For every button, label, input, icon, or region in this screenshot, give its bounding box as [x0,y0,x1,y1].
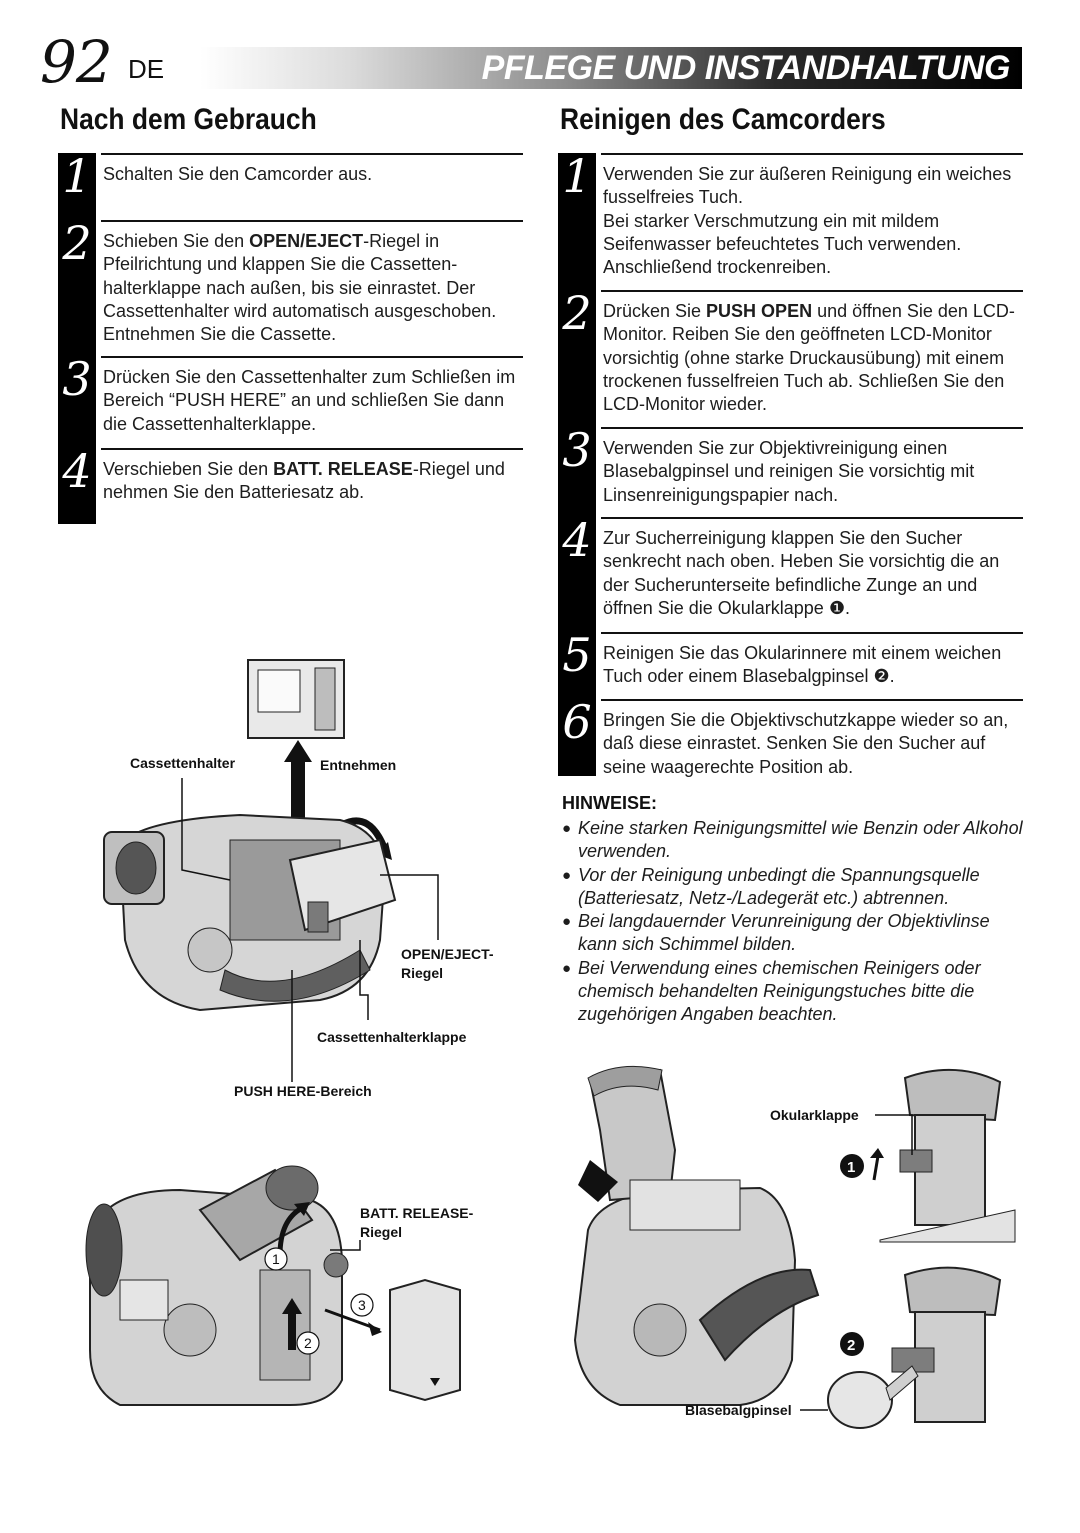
step-rule [601,699,1023,701]
cassette-illustration [247,659,345,739]
left-step-4: 4 Verschieben Sie den BATT. RELEASE-Rieg… [58,448,523,524]
step-rule [601,290,1023,292]
up-arrow-icon [282,1298,302,1350]
step-text: Verwenden Sie zur Objektivreinigung eine… [603,438,975,505]
marker-2: 2 [304,1335,312,1351]
step-number: 4 [58,448,96,494]
notes-heading: HINWEISE: [562,793,658,813]
battery-pack-illustration [389,1278,461,1402]
step-number: 5 [558,632,596,678]
step-rule [101,356,523,358]
step-rule [601,517,1023,519]
camcorder-viewfinder-up-illustration [573,1065,820,1406]
marker-2-icon [840,1332,864,1356]
note-item: ●Vor der Reinigung unbedingt die Spannun… [562,864,980,908]
label-cassettenhalterklappe: Cassettenhalterklappe [317,1029,467,1045]
leader-line [330,1240,361,1251]
note-item: ●Bei langdauernder Verunreinigung der Ob… [562,911,990,955]
notes-list: ●Keine starken Reinigungsmittel wie Benz… [560,817,1030,1027]
label-batt-release: BATT. RELEASE- [360,1205,474,1221]
step-rule [601,632,1023,634]
page-language: DE [128,54,165,84]
step-markers [264,1247,374,1355]
note-item: ●Keine starken Reinigungsmittel wie Benz… [562,818,1023,862]
step-rule [601,427,1023,429]
left-step-2: 2 Schieben Sie den OPEN/EJECT-Riegel in … [58,220,523,355]
label-riegel: Riegel [401,965,443,981]
step-text: Zur Sucherreinigung klappen Sie den Such… [603,528,1000,618]
figure-cassette-removal: Cassettenhalter Entnehmen OPEN/EJECT- Ri… [103,659,494,1099]
step-text: Drücken Sie PUSH OPEN und öffnen Sie den… [603,301,1015,415]
right-step-3: 3 Verwenden Sie zur Objektivreinigung ei… [558,427,1023,515]
step-text: Reinigen Sie das Okularinnere mit einem … [603,643,1002,687]
step-text: Schalten Sie den Camcorder aus. [103,164,373,184]
step-number: 2 [58,220,96,266]
right-step-1: 1 Verwenden Sie zur äußeren Reinigung ei… [558,153,1023,287]
step-rule [101,448,523,450]
note-text: Vor der Reinigung unbedingt die Spannung… [578,864,980,908]
step-number: 2 [558,290,596,336]
label-cassettenhalter: Cassettenhalter [130,755,236,771]
marker-1-icon [840,1154,864,1178]
leader-lines [181,778,439,1082]
label-push-here: PUSH HERE-Bereich [234,1083,372,1099]
note-item: ●Bei Verwendung eines chemischen Reinige… [562,957,981,1025]
label-blasebalgpinsel: Blasebalgpinsel [685,1402,792,1418]
note-text: Bei Verwendung eines chemischen Reiniger… [578,957,981,1025]
okular-inset-2 [827,1266,1002,1429]
camcorder-rear-illustration [85,1165,349,1406]
left-step-3: 3 Drücken Sie den Cassettenhalter zum Sc… [58,356,523,446]
step-text: Verwenden Sie zur äußeren Reinigung ein … [603,164,1012,278]
marker-1: 1 [847,1159,855,1176]
note-text: Keine starken Reinigungsmittel wie Benzi… [578,818,1023,862]
step-rule [601,153,1023,155]
marker-1: 1 [272,1251,280,1267]
label-riegel: Riegel [360,1224,402,1240]
step-text: Drücken Sie den Cassettenhalter zum Schl… [103,367,516,434]
label-okularklappe: Okularklappe [770,1107,859,1123]
step-rule [101,220,523,222]
step-rule [101,153,523,155]
right-step-2: 2 Drücken Sie PUSH OPEN und öffnen Sie d… [558,290,1023,424]
right-step-6: 6 Bringen Sie die Objektivschutzkappe wi… [558,699,1023,777]
left-step-1: 1 Schalten Sie den Camcorder aus. [58,153,523,219]
figure-viewfinder-cleaning: 1 2 Okularklappe Blasebalgpinsel [573,1065,1016,1429]
note-text: Bei langdauernder Verunreinigung der Obj… [578,911,990,955]
step-number: 1 [558,153,596,199]
marker-3: 3 [358,1297,366,1313]
chapter-title: PFLEGE UND INSTANDHALTUNG [481,49,1011,87]
step-number: 4 [558,517,596,563]
header-gradient-bar [200,47,1022,89]
label-entnehmen: Entnehmen [320,757,396,773]
page-number: 92 [40,28,113,96]
step-text: Schieben Sie den OPEN/EJECT-Riegel in Pf… [103,231,497,345]
marker-2: 2 [847,1337,855,1354]
okular-inset-1 [879,1068,1016,1243]
right-step-4: 4 Zur Sucherreinigung klappen Sie den Su… [558,517,1023,629]
label-open-eject: OPEN/EJECT- [401,946,494,962]
right-step-5: 5 Reinigen Sie das Okularinnere mit eine… [558,632,1023,697]
step-text: Verschieben Sie den BATT. RELEASE-Riegel… [103,459,505,503]
step-number: 3 [558,427,596,473]
section-title-right: Reinigen des Camcorders [560,103,886,136]
step-text: Bringen Sie die Objektivschutzkappe wied… [603,710,1009,777]
camcorder-illustration [103,813,397,1012]
figure-battery-removal: 1 2 3 BATT. RELEASE- Riegel [85,1165,474,1406]
step-number: 6 [558,699,596,745]
step-number: 3 [58,356,96,402]
leader-line [875,1114,913,1155]
step-number: 1 [58,153,96,199]
section-title-left: Nach dem Gebrauch [60,103,317,136]
up-arrow-icon [872,1155,880,1181]
